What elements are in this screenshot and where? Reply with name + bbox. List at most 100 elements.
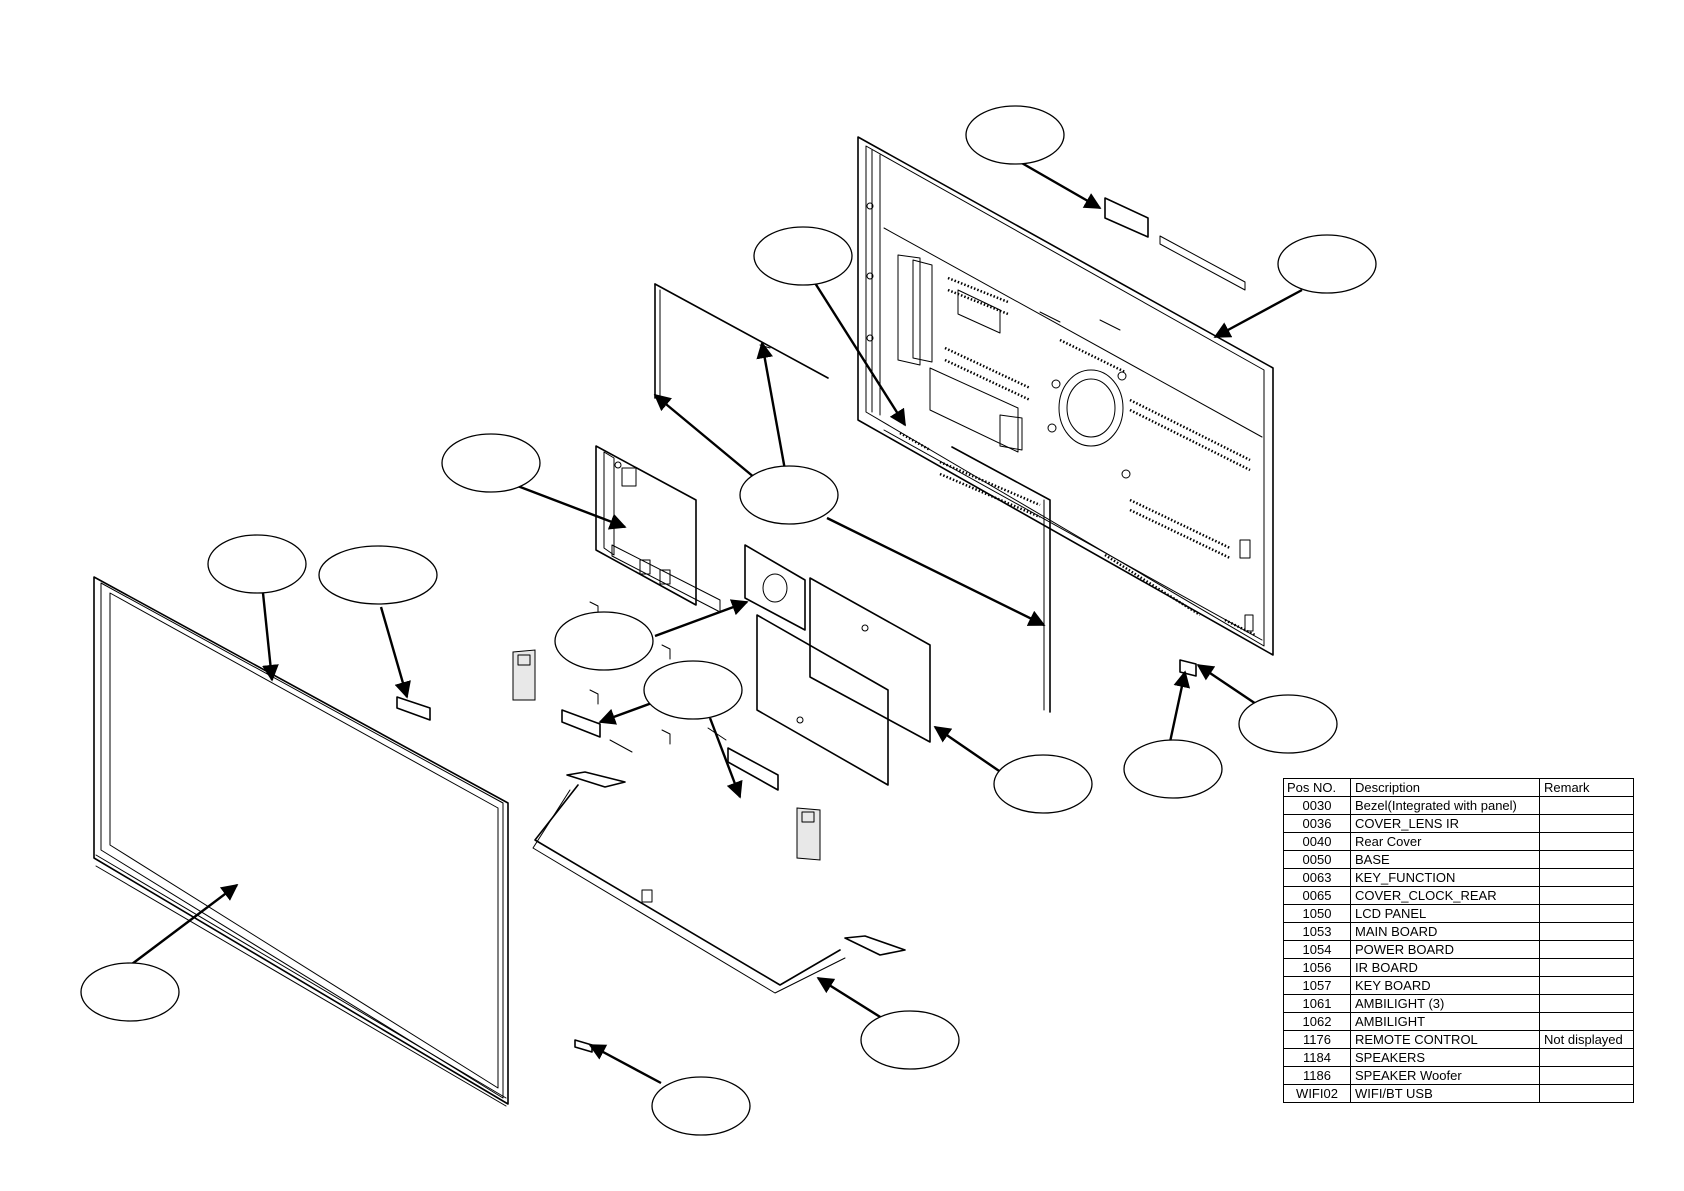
part-number-cell: 0050 <box>1283 850 1351 869</box>
remark-cell <box>1539 976 1634 995</box>
callout-bubble <box>1123 739 1223 799</box>
column-header-remark: Remark <box>1539 778 1634 797</box>
lcd-panel-part <box>93 576 509 1107</box>
remark-cell <box>1539 958 1634 977</box>
remark-cell <box>1539 814 1634 833</box>
speaker-right-part <box>796 807 821 861</box>
remark-cell: Not displayed <box>1539 1030 1634 1049</box>
remark-cell <box>1539 1084 1634 1103</box>
description-cell: WIFI/BT USB <box>1350 1084 1540 1103</box>
callout-bubble <box>1277 234 1377 294</box>
description-cell: SPEAKERS <box>1350 1048 1540 1067</box>
part-number-cell: WIFI02 <box>1283 1084 1351 1103</box>
description-cell: MAIN BOARD <box>1350 922 1540 941</box>
description-cell: POWER BOARD <box>1350 940 1540 959</box>
remark-cell <box>1539 922 1634 941</box>
part-number-cell: 0065 <box>1283 886 1351 905</box>
part-number-cell: 1186 <box>1283 1066 1351 1085</box>
cover-clock-rear-part <box>1104 197 1246 291</box>
callout-bubble <box>1238 694 1338 754</box>
callout-bubble <box>993 754 1093 814</box>
description-cell: BASE <box>1350 850 1540 869</box>
part-number-cell: 0063 <box>1283 868 1351 887</box>
key-function-part <box>396 696 431 721</box>
rear-cover-part <box>857 136 1274 656</box>
remark-cell <box>1539 796 1634 815</box>
remark-cell <box>1539 886 1634 905</box>
description-cell: COVER_CLOCK_REAR <box>1350 886 1540 905</box>
wifi-module-part <box>574 1039 593 1053</box>
power-board-part <box>744 544 931 786</box>
callout-bubble <box>441 433 541 493</box>
part-number-cell: 1062 <box>1283 1012 1351 1031</box>
description-cell: KEY BOARD <box>1350 976 1540 995</box>
description-cell: LCD PANEL <box>1350 904 1540 923</box>
part-number-cell: 0040 <box>1283 832 1351 851</box>
part-number-cell: 1176 <box>1283 1030 1351 1049</box>
description-cell: AMBILIGHT <box>1350 1012 1540 1031</box>
ir-cover-part <box>1179 659 1197 677</box>
callout-bubble <box>651 1076 751 1136</box>
brackets-part <box>589 601 671 745</box>
remark-cell <box>1539 1012 1634 1031</box>
callout-bubble <box>739 465 839 525</box>
speaker-left-part <box>512 649 536 701</box>
part-number-cell: 1057 <box>1283 976 1351 995</box>
description-cell: COVER_LENS IR <box>1350 814 1540 833</box>
description-cell: AMBILIGHT (3) <box>1350 994 1540 1013</box>
description-cell: Rear Cover <box>1350 832 1540 851</box>
part-number-cell: 1056 <box>1283 958 1351 977</box>
callout-bubble <box>643 660 743 720</box>
callout-bubble <box>554 611 654 671</box>
part-number-cell: 1061 <box>1283 994 1351 1013</box>
description-cell: Bezel(Integrated with panel) <box>1350 796 1540 815</box>
callout-bubble <box>860 1010 960 1070</box>
ir-board-part <box>561 709 633 753</box>
callout-bubble <box>753 226 853 286</box>
table-header-row: Pos NO. Description Remark <box>1283 778 1634 797</box>
main-board-part <box>595 445 721 613</box>
remark-cell <box>1539 1048 1634 1067</box>
callout-bubble <box>80 962 180 1022</box>
callout-arrows <box>127 160 1303 1085</box>
part-number-cell: 1184 <box>1283 1048 1351 1067</box>
description-cell: KEY_FUNCTION <box>1350 868 1540 887</box>
column-header-pos: Pos NO. <box>1283 778 1351 797</box>
remark-cell <box>1539 1066 1634 1085</box>
callout-bubble <box>207 534 307 594</box>
description-cell: SPEAKER Woofer <box>1350 1066 1540 1085</box>
callout-bubble <box>318 545 438 605</box>
description-cell: IR BOARD <box>1350 958 1540 977</box>
part-number-cell: 1054 <box>1283 940 1351 959</box>
callout-bubble <box>965 105 1065 165</box>
part-number-cell: 0030 <box>1283 796 1351 815</box>
column-header-description: Description <box>1350 778 1540 797</box>
part-number-cell: 1050 <box>1283 904 1351 923</box>
description-cell: REMOTE CONTROL <box>1350 1030 1540 1049</box>
ambilight-frame-part <box>654 283 1051 713</box>
part-number-cell: 1053 <box>1283 922 1351 941</box>
remark-cell <box>1539 940 1634 959</box>
remark-cell <box>1539 850 1634 869</box>
base-stand-part <box>532 771 906 994</box>
remark-cell <box>1539 868 1634 887</box>
callout-bubbles <box>80 105 1377 1136</box>
